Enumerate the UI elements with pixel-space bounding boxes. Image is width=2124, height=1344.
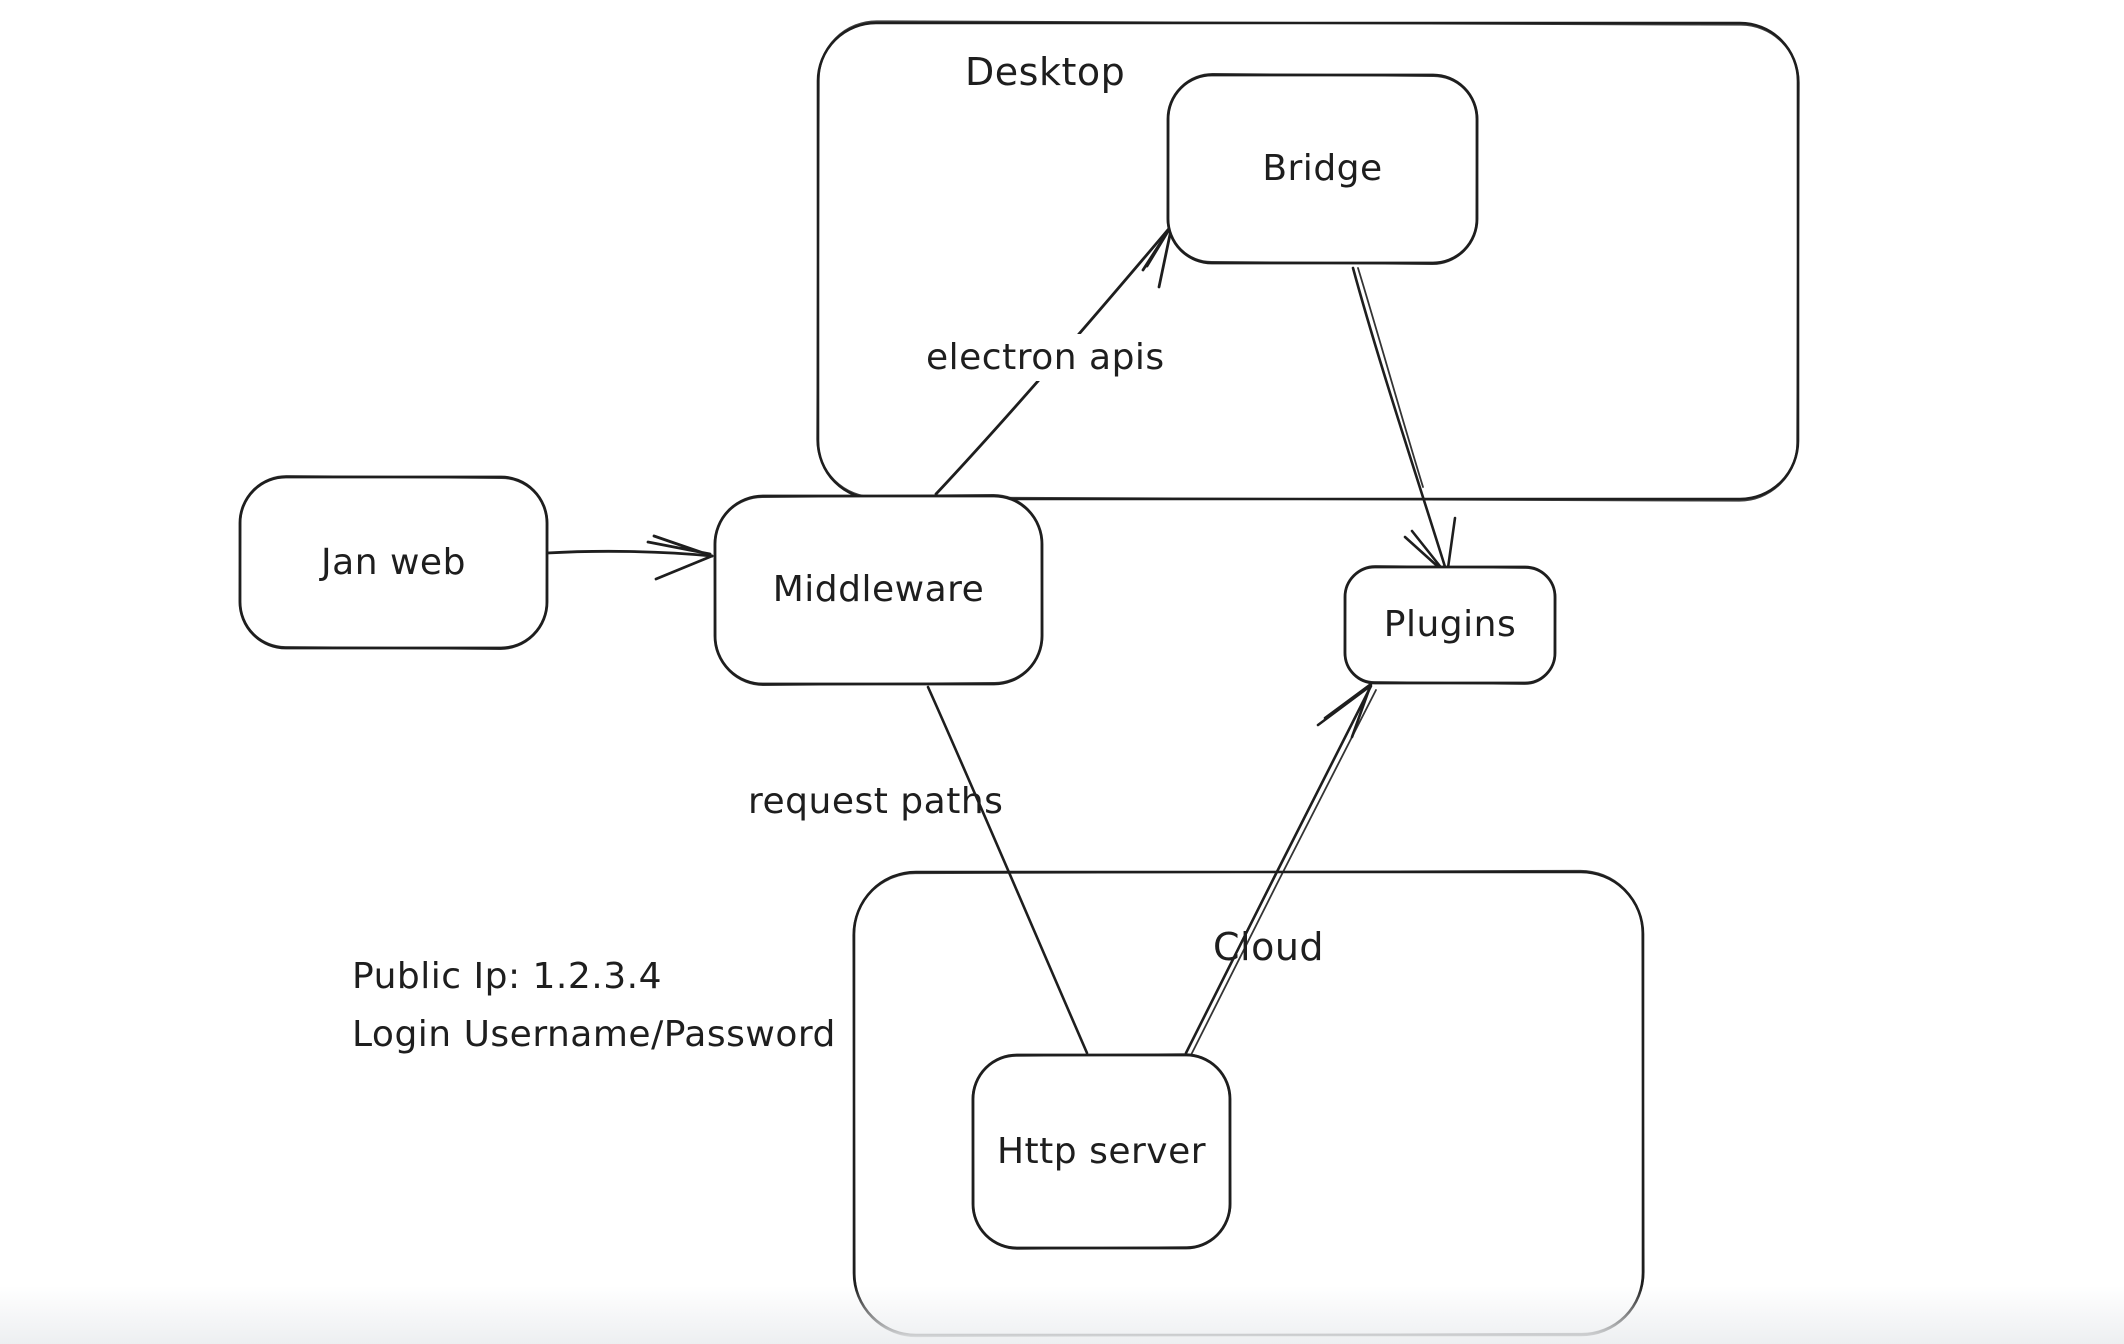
public-ip-note-line1: Public Ip: 1.2.3.4 — [352, 956, 662, 997]
edge-janweb-middleware-arrow[interactable] — [545, 534, 714, 581]
edge-httpserver-plugins-arrow[interactable] — [1184, 682, 1377, 1056]
bridge-node-label[interactable]: Bridge — [1262, 148, 1383, 190]
node-jan-web[interactable] — [238, 475, 549, 650]
jan-web-node-label[interactable]: Jan web — [321, 541, 466, 583]
edge-janweb-middleware-arrowhead — [646, 534, 714, 581]
edge-bridge-plugins-shaft-sketch — [1357, 267, 1424, 488]
edge-httpserver-plugins-shaft — [1184, 684, 1373, 1055]
edge-middleware-httpserver-shaft — [926, 685, 1089, 1055]
public-ip-note-line2: Login Username/Password — [352, 1014, 836, 1055]
plugins-node-label[interactable]: Plugins — [1383, 604, 1517, 646]
node-http-server[interactable] — [971, 1053, 1232, 1250]
request-paths-edge-label[interactable]: request paths — [748, 781, 1004, 822]
http-server-node-label[interactable]: Http server — [996, 1130, 1207, 1172]
edge-middleware-httpserver-line[interactable] — [926, 685, 1089, 1055]
edge-bridge-plugins-arrow[interactable] — [1351, 266, 1457, 577]
electron-apis-edge-label[interactable]: electron apis — [916, 334, 1175, 382]
middleware-node-label[interactable]: Middleware — [772, 569, 985, 611]
node-plugins[interactable] — [1343, 565, 1557, 685]
public-ip-note[interactable]: Public Ip: 1.2.3.4 Login Username/Passwo… — [352, 948, 836, 1064]
desktop-container-shape[interactable] — [816, 20, 1800, 502]
desktop-container-label[interactable]: Desktop — [965, 50, 1126, 94]
edge-httpserver-plugins-arrowhead — [1316, 682, 1373, 739]
cloud-container-label[interactable]: Cloud — [1213, 925, 1325, 969]
node-bridge[interactable] — [1166, 73, 1479, 265]
edge-bridge-plugins-shaft — [1351, 266, 1448, 572]
edge-janweb-middleware-shaft — [545, 549, 714, 558]
node-middleware[interactable] — [713, 493, 1044, 687]
